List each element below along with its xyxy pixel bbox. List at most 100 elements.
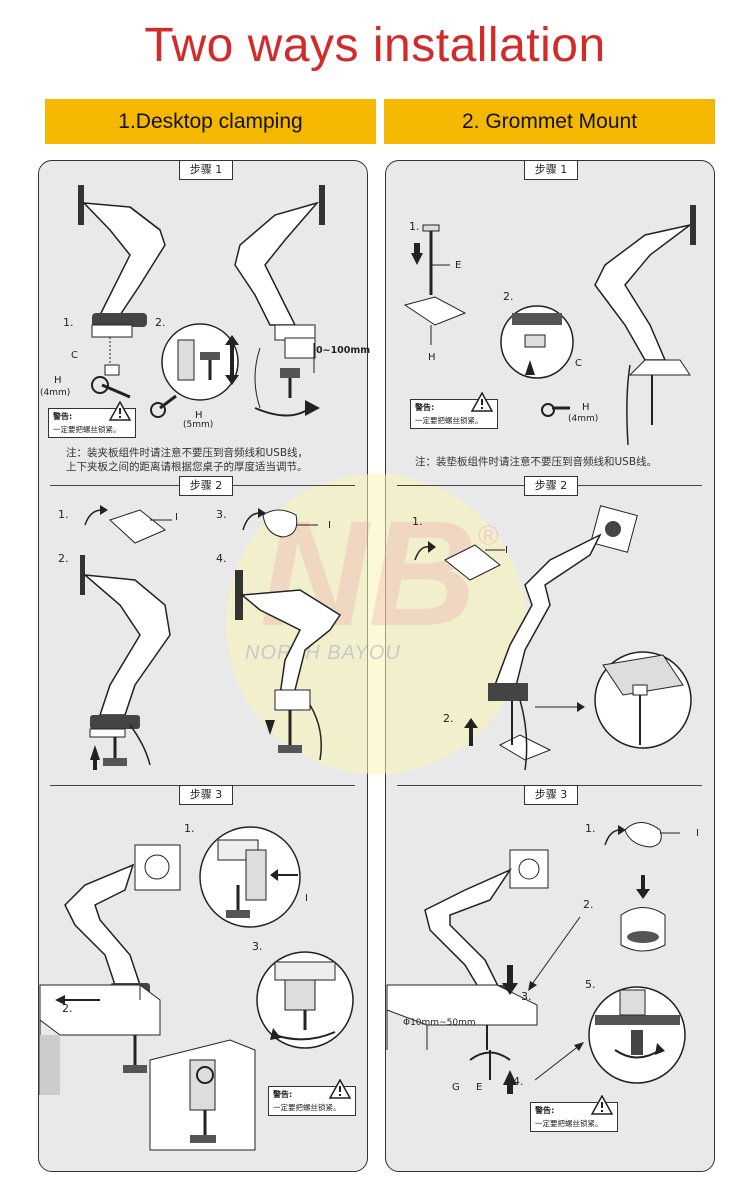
right-s3-cap: [604, 822, 680, 848]
left-s1-clamp-parts: [91, 324, 133, 399]
left-s1-range: 0~100mm: [316, 345, 371, 356]
left-s2-label-i1: I: [175, 512, 178, 523]
right-s3-down-arrow: [502, 965, 518, 995]
left-s1-label-c: C: [71, 350, 78, 361]
right-s2-pointer-arrow: [535, 702, 585, 712]
left-s1-num2: 2.: [155, 316, 166, 329]
left-step2-label: 步骤 2: [179, 476, 233, 496]
left-s3-warning-title: 警告:: [273, 1090, 293, 1099]
right-s1-warning: 警告: 一定要把螺丝锁紧。: [410, 392, 498, 429]
left-s1-hex-key: [150, 394, 177, 418]
left-s1-num1: 1.: [63, 316, 74, 329]
left-s1-warning: 警告: 一定要把螺丝锁紧。: [48, 401, 136, 438]
right-s1-num2: 2.: [503, 290, 514, 303]
right-step2-label: 步骤 2: [524, 476, 578, 496]
left-s3-warning-body: 一定要把螺丝锁紧。: [273, 1103, 341, 1112]
tab-desktop-clamping: 1.Desktop clamping: [45, 99, 376, 144]
left-step3-label: 步骤 3: [179, 785, 233, 805]
page-title: Two ways installation: [144, 19, 606, 72]
right-s1-label-4mm: (4mm): [568, 414, 599, 424]
left-s3-num1: 1.: [184, 822, 195, 835]
left-s1-note-line2: 上下夹板之间的距离请根据您桌子的厚度适当调节。: [66, 461, 308, 473]
left-s1-label-5mm: (5mm): [183, 420, 214, 430]
left-s1-clamp-installed: [254, 337, 320, 417]
right-s3-num2: 2.: [583, 898, 594, 911]
right-s3-label-i: I: [696, 828, 699, 839]
right-s3-num1: 1.: [585, 822, 596, 835]
left-s3-label-i: I: [305, 893, 308, 904]
right-s3-pointer-lines: [528, 916, 581, 991]
right-s3-num5: 5.: [585, 978, 596, 991]
left-s2-pad-a: [84, 505, 172, 544]
left-s2-num2: 2.: [58, 552, 69, 565]
left-s3-detail-3: [256, 951, 354, 1049]
right-s1-note: 注：装垫板组件时请注意不要压到音频线和USB线。: [415, 456, 658, 468]
left-s2-num1: 1.: [58, 508, 69, 521]
left-s3-warning: 警告: 一定要把螺丝锁紧。: [268, 1079, 356, 1116]
right-s3-num3: 3.: [521, 990, 532, 1003]
right-s2-arm: [488, 505, 638, 771]
right-s1-label-h2: H: [582, 402, 590, 413]
right-s1-hex-key: [541, 403, 570, 417]
right-s3-label-g: G: [452, 1082, 460, 1093]
right-s3-phi: Φ10mm~50mm: [403, 1018, 476, 1028]
left-s3-detail-1: [199, 826, 301, 928]
right-s2-num2: 2.: [443, 712, 454, 725]
right-s3-warning: 警告: 一定要把螺丝锁紧。: [530, 1095, 618, 1132]
left-s3-desk: [39, 984, 161, 1095]
left-s3-num2: 2.: [62, 1002, 73, 1015]
right-s1-label-e: E: [455, 260, 462, 271]
left-s2-label-i3: I: [328, 520, 331, 531]
left-s1-label-h5: H: [195, 410, 203, 421]
right-s1-rod-plate: [403, 224, 467, 345]
watermark-brand: NORTH BAYOU: [245, 642, 401, 664]
right-s3-desk: [386, 984, 538, 1050]
right-s1-num1: 1.: [409, 220, 420, 233]
warning-triangle-icon: [329, 1079, 351, 1099]
left-s1-note-line1: 注：装夹板组件时请注意不要压到音频线和USB线，: [66, 447, 309, 459]
right-s3-detail-circle: [588, 986, 686, 1084]
right-s3-label-e: E: [476, 1082, 483, 1093]
right-s3-washer: [469, 1050, 517, 1094]
right-s2-label-i: I: [505, 545, 508, 556]
warning-triangle-icon: [591, 1095, 613, 1115]
right-s3-pointer-lines-2: [534, 1042, 584, 1081]
right-s1-detail-circle: [500, 305, 574, 379]
left-s3-num3: 3.: [252, 940, 263, 953]
left-s1-warning-title: 警告:: [53, 412, 73, 421]
left-s1-label-4mm: (4mm): [40, 388, 71, 398]
left-s2-arm-b: [235, 570, 342, 761]
right-s2-pad: [414, 541, 505, 581]
warning-triangle-icon: [471, 392, 493, 412]
left-s2-num3: 3.: [216, 508, 227, 521]
right-s2-num1: 1.: [412, 515, 423, 528]
right-s2-up-arrow: [464, 718, 478, 746]
right-s3-cover: [620, 875, 666, 952]
watermark-registered: ®: [478, 520, 499, 551]
left-s2-arm-a: [80, 555, 171, 770]
tab-grommet-mount: 2. Grommet Mount: [384, 99, 715, 144]
left-s3-arm: [64, 844, 181, 997]
left-s2-num4: 4.: [216, 552, 227, 565]
left-s2-pad-b: [242, 508, 318, 538]
left-s1-detail-circle: [161, 323, 239, 401]
left-s1-arm-b: [234, 185, 325, 341]
right-s3-warning-title: 警告:: [535, 1106, 555, 1115]
right-s1-label-h: H: [428, 352, 436, 363]
left-s1-arm-a: [78, 185, 166, 327]
left-s1-warning-body: 一定要把螺丝锁紧。: [53, 425, 121, 434]
right-s1-warning-title: 警告:: [415, 403, 435, 412]
right-s3-num4: 4.: [513, 1075, 524, 1088]
left-s1-label-h4: H: [54, 375, 62, 386]
right-s1-label-c: C: [575, 358, 582, 369]
warning-triangle-icon: [109, 401, 131, 421]
right-s1-warning-body: 一定要把螺丝锁紧。: [415, 416, 483, 425]
left-s3-detail-2: [149, 1039, 256, 1151]
right-step1-label: 步骤 1: [524, 160, 578, 180]
left-step1-label: 步骤 1: [179, 160, 233, 180]
right-step3-label: 步骤 3: [524, 785, 578, 805]
right-s1-arm: [594, 205, 696, 446]
right-s3-warning-body: 一定要把螺丝锁紧。: [535, 1119, 603, 1128]
right-s2-detail-circle: [594, 651, 692, 749]
left-s1-updown-arrow: [225, 335, 239, 385]
